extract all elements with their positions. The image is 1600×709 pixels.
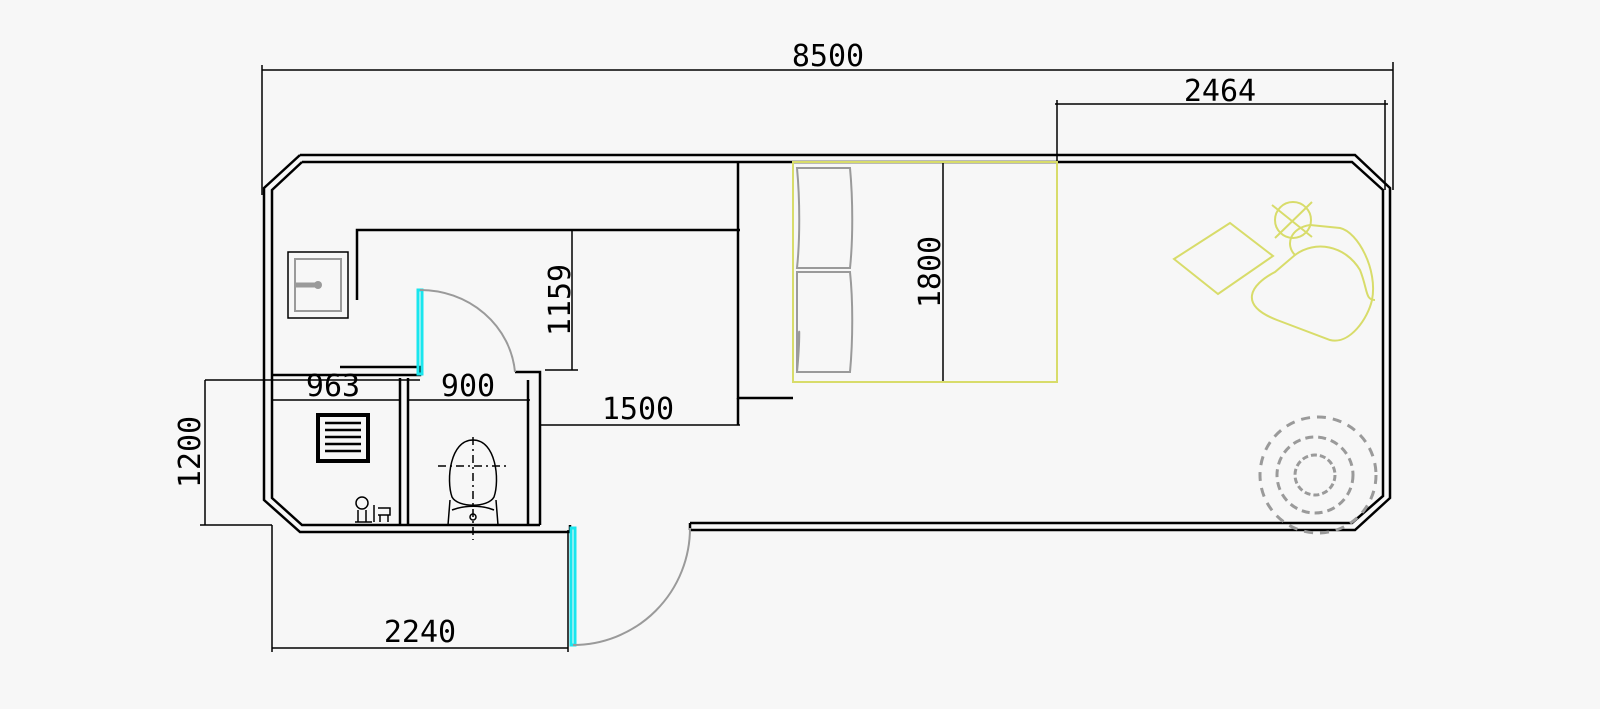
dimension-label-toilet: 900	[441, 369, 495, 404]
dimension-label-living: 2464	[1184, 74, 1256, 109]
dimension-entry: 2240	[271, 525, 569, 652]
floor-drain-icon	[316, 413, 370, 463]
entrance-door[interactable]	[569, 526, 691, 647]
dimension-label-overall: 8500	[792, 39, 864, 74]
dimension-living: 2464	[1055, 74, 1388, 205]
toilet-icon	[438, 437, 508, 540]
dimension-bathroom: 1200	[173, 380, 272, 526]
lamp-icon	[1271, 201, 1313, 239]
bed-icon	[792, 161, 1058, 383]
dimension-bed: 1800	[913, 161, 975, 383]
dimension-label-corridor: 1159	[543, 264, 578, 336]
plant-icon	[1258, 415, 1378, 535]
toiletries-icon	[355, 496, 391, 523]
dimension-label-entry: 2240	[384, 615, 456, 650]
dimension-hall: 1500	[540, 392, 740, 427]
sink-icon	[287, 251, 349, 319]
bathroom-door[interactable]	[416, 288, 516, 376]
interior-walls	[272, 162, 793, 532]
dimension-label-bed: 1800	[913, 236, 948, 308]
armchair-icon	[1251, 223, 1376, 342]
dimension-label-shower: 963	[306, 369, 360, 404]
dimension-overall: 8500	[261, 39, 1394, 195]
dimension-label-hall: 1500	[602, 392, 674, 427]
dimension-corridor: 1159	[543, 230, 578, 371]
dimension-label-bathroom: 1200	[173, 416, 208, 488]
dimension-shower: 963	[205, 369, 420, 404]
exterior-walls	[262, 153, 1392, 534]
side-table-icon	[1172, 221, 1275, 296]
dimension-toilet: 900	[441, 369, 495, 404]
